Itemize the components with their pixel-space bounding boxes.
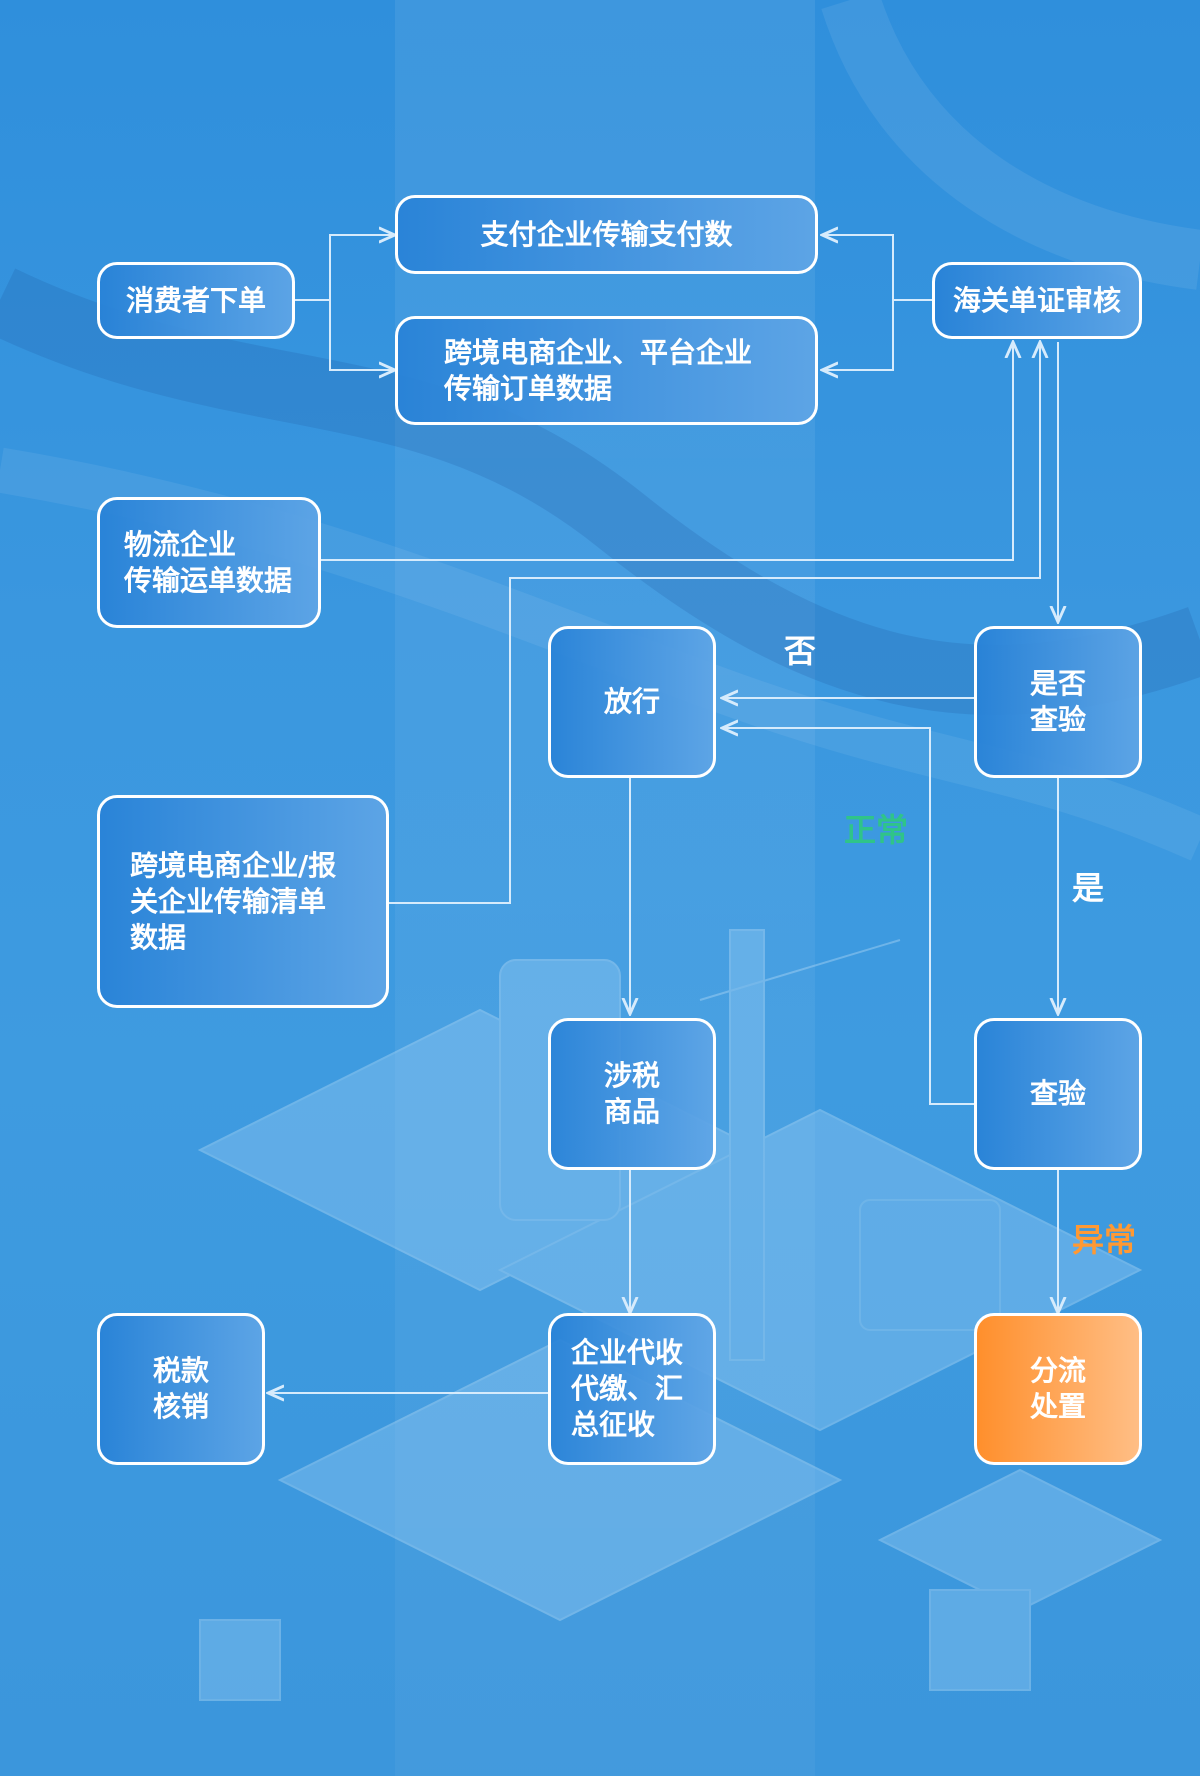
inspection-node: 查验 — [974, 1018, 1142, 1170]
yes-label: 是 — [1072, 869, 1105, 907]
customs-review-label: 海关单证审核 — [952, 283, 1121, 317]
release-node: 放行 — [548, 626, 716, 778]
connector-normal-release — [722, 728, 974, 1105]
connector-consumer-branch — [295, 235, 395, 301]
diversion-label: 分流 处置 — [1029, 1354, 1086, 1423]
no-label: 否 — [784, 632, 817, 670]
background-band — [395, 0, 815, 1776]
abnormal-label: 异常 — [1072, 1221, 1137, 1259]
inspect-question-label: 是否 查验 — [1029, 667, 1086, 736]
taxable-goods-label: 涉税 商品 — [603, 1059, 660, 1128]
inspect-question-node: 是否 查验 — [974, 626, 1142, 778]
payment-data-label: 支付企业传输支付数 — [480, 217, 733, 251]
logistics-data-node: 物流企业 传输运单数据 — [97, 497, 321, 628]
order-data-node: 跨境电商企业、平台企业 传输订单数据 — [395, 316, 818, 425]
connector-customs-order — [822, 300, 894, 370]
connector-manifest-customs — [389, 342, 1040, 904]
connector-logistics-customs — [321, 342, 1013, 561]
connector-customs-payment — [822, 235, 932, 301]
tax-writeoff-node: 税款 核销 — [97, 1313, 265, 1465]
tax-collection-node: 企业代收 代缴、汇 总征收 — [548, 1313, 716, 1465]
release-label: 放行 — [603, 685, 660, 718]
payment-data-node: 支付企业传输支付数 — [395, 195, 818, 274]
manifest-data-node: 跨境电商企业/报 关企业传输清单 数据 — [97, 795, 389, 1008]
tax-collection-label: 企业代收 代缴、汇 总征收 — [571, 1336, 684, 1441]
taxable-goods-node: 涉税 商品 — [548, 1018, 716, 1170]
consumer-order-label: 消费者下单 — [125, 283, 266, 317]
customs-review-node: 海关单证审核 — [932, 262, 1142, 339]
consumer-order-node: 消费者下单 — [97, 262, 295, 339]
connector-consumer-order — [329, 300, 395, 370]
inspection-label: 查验 — [1029, 1077, 1086, 1110]
diversion-node: 分流 处置 — [974, 1313, 1142, 1465]
tax-writeoff-label: 税款 核销 — [152, 1354, 209, 1423]
logistics-data-label: 物流企业 传输运单数据 — [124, 527, 293, 597]
manifest-data-label: 跨境电商企业/报 关企业传输清单 数据 — [130, 848, 337, 954]
normal-label: 正常 — [844, 811, 909, 849]
order-data-label: 跨境电商企业、平台企业 传输订单数据 — [444, 335, 753, 405]
